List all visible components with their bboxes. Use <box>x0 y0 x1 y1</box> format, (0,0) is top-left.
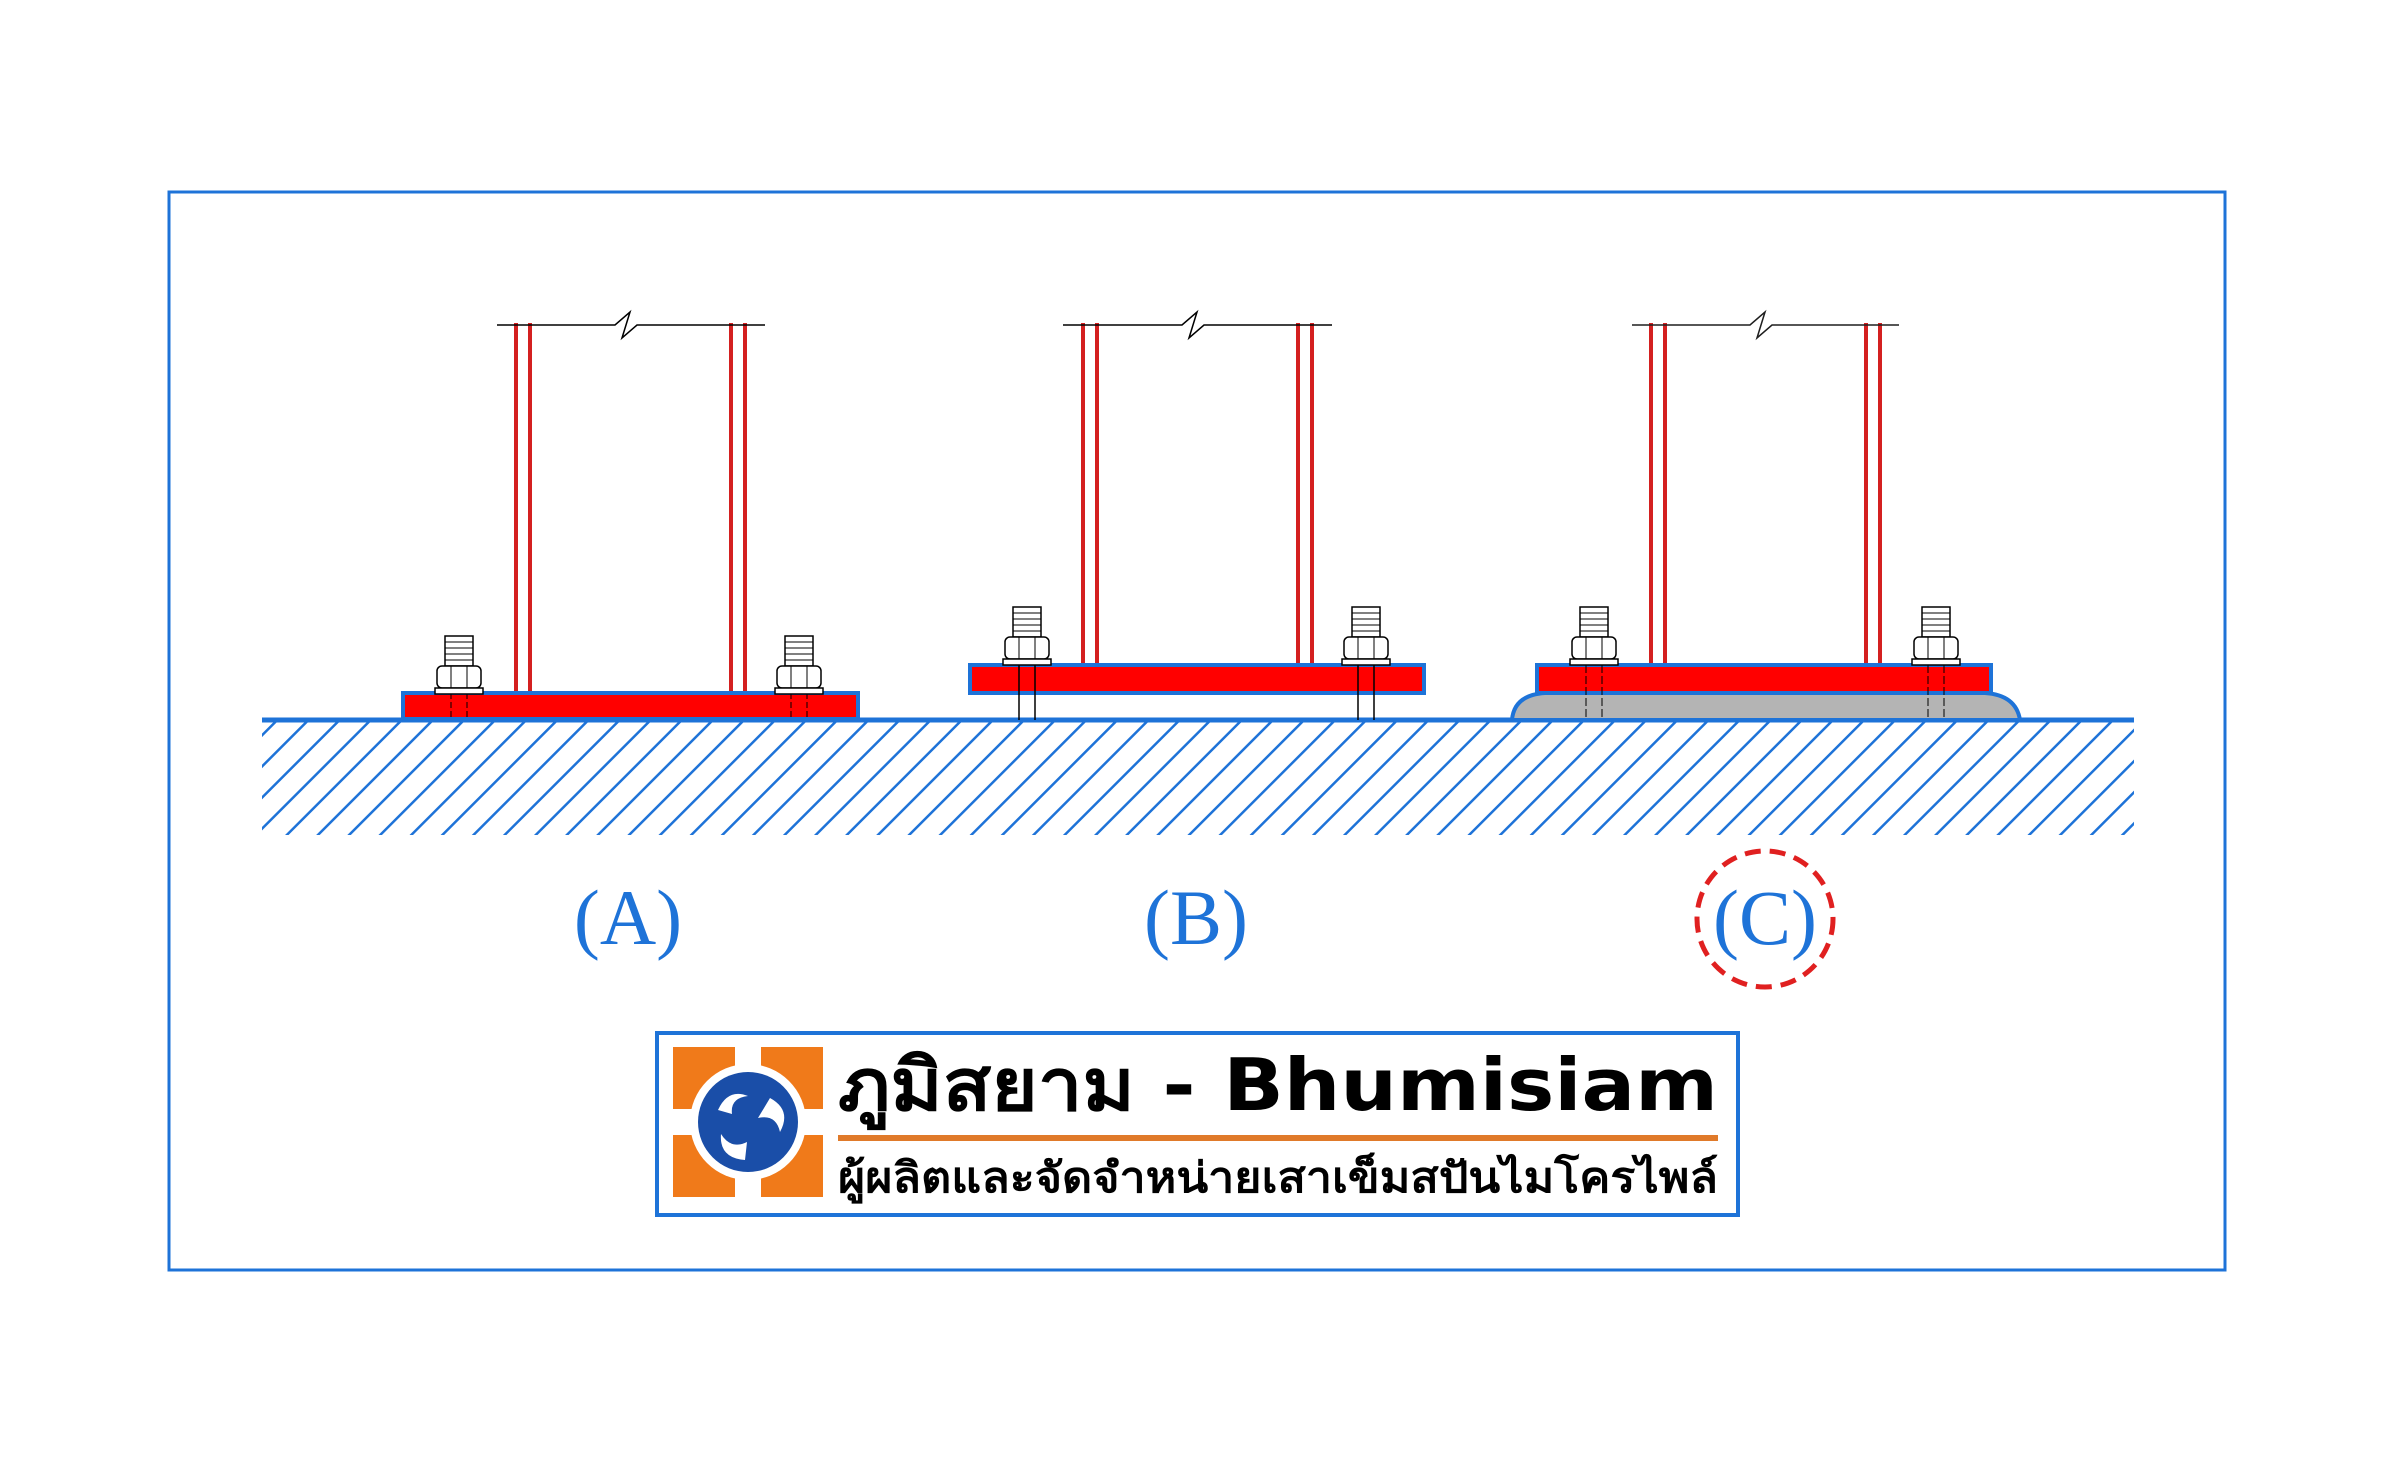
logo-emblem-icon <box>673 1047 823 1197</box>
column-b <box>1081 323 1314 665</box>
diagram-frame <box>167 190 2227 1272</box>
column-a <box>514 323 747 693</box>
column-c <box>1649 323 1882 665</box>
anchor-bolt-icon <box>434 635 484 695</box>
company-logo: ภูมิสยาม - Bhumisiam ผู้ผลิตและจัดจำหน่า… <box>655 1031 1740 1217</box>
base-plate-b <box>968 663 1426 695</box>
logo-subtitle: ผู้ผลิตและจัดจำหน่ายเสาเข็มสปันไมโครไพล์ <box>838 1152 1718 1204</box>
label-c: (C) <box>1713 874 1817 961</box>
detail-b <box>968 309 1426 720</box>
logo-title: ภูมิสยาม - Bhumisiam <box>838 1043 1718 1131</box>
detail-a <box>401 309 860 721</box>
ground <box>262 717 2134 835</box>
anchor-bolt-icon <box>1341 606 1391 666</box>
label-b: (B) <box>1144 874 1248 961</box>
anchor-bolt-icon <box>1002 606 1052 666</box>
detail-c <box>1509 309 2023 722</box>
break-line-c <box>1632 309 1899 341</box>
break-line-a <box>497 309 765 341</box>
highlight-circle <box>1694 848 1836 990</box>
anchor-bolt-icon <box>774 635 824 695</box>
label-a: (A) <box>574 874 682 961</box>
base-plate-c <box>1535 663 1993 695</box>
base-plate-a <box>401 691 860 721</box>
anchor-bolt-icon <box>1569 606 1619 666</box>
break-line-b <box>1063 309 1332 341</box>
anchor-bolt-icon <box>1911 606 1961 666</box>
